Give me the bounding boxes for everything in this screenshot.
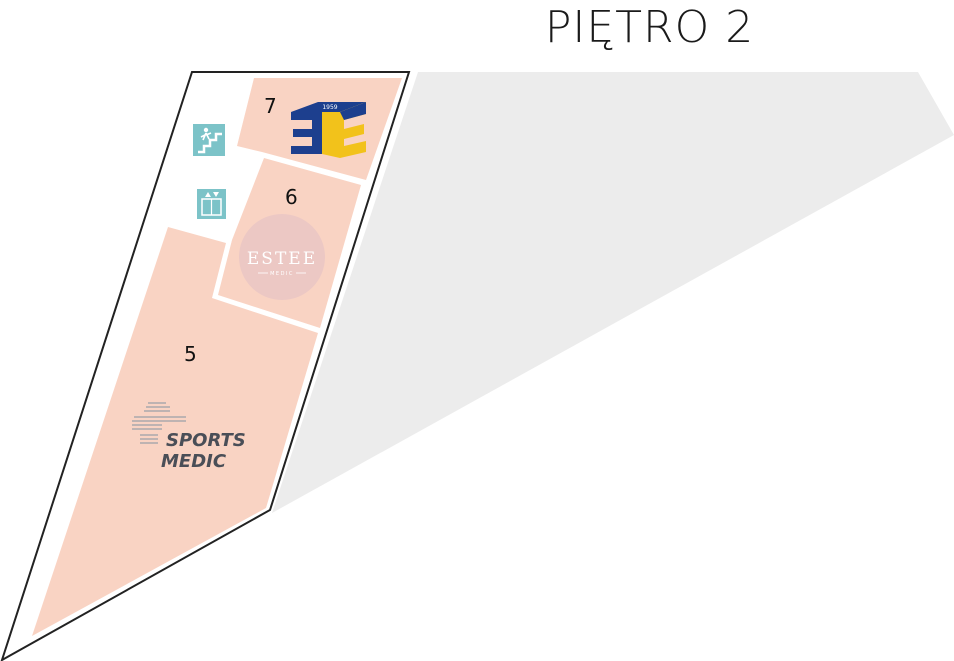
- sports-medic-text-2: MEDIC: [161, 451, 227, 472]
- room-7[interactable]: 7 1959: [237, 78, 402, 180]
- logo7-right-edge: [340, 102, 366, 120]
- stairs-icon-person-body: [200, 132, 212, 141]
- estee-logo-text: ESTEE: [247, 249, 317, 269]
- floor-title: PIĘTRO 2: [544, 2, 755, 53]
- sports-medic-logo: SPORTS MEDIC: [132, 402, 246, 472]
- medical-cross-icon: [132, 402, 186, 444]
- adjacent-area: [272, 72, 954, 513]
- logo7-year: 1959: [322, 104, 337, 111]
- logo7-top: [291, 102, 366, 112]
- elevator-up-arrow: [205, 192, 211, 197]
- estee-medic-circle: [239, 214, 325, 300]
- room-6[interactable]: 6 ESTEE MEDIC: [218, 158, 361, 328]
- estee-logo-subtext: MEDIC: [270, 271, 294, 277]
- stairs-icon-person-head: [203, 127, 209, 133]
- room-6-number: 6: [285, 185, 298, 209]
- room-5-number: 5: [184, 342, 197, 366]
- elevator-down-arrow: [213, 192, 219, 197]
- stairs-icon[interactable]: [193, 124, 225, 156]
- 3e-1959-logo: 1959: [291, 102, 366, 158]
- room-7-number: 7: [264, 94, 277, 118]
- room-5[interactable]: 5 SPORTS MEDIC: [32, 227, 318, 636]
- elevator-icon[interactable]: [197, 189, 226, 219]
- estee-medic-logo: ESTEE MEDIC: [239, 214, 325, 300]
- logo7-left-e: [291, 112, 322, 154]
- stairs-icon-steps: [198, 132, 222, 154]
- room-5-area[interactable]: [32, 227, 318, 636]
- sports-medic-text-1: SPORTS: [166, 430, 246, 451]
